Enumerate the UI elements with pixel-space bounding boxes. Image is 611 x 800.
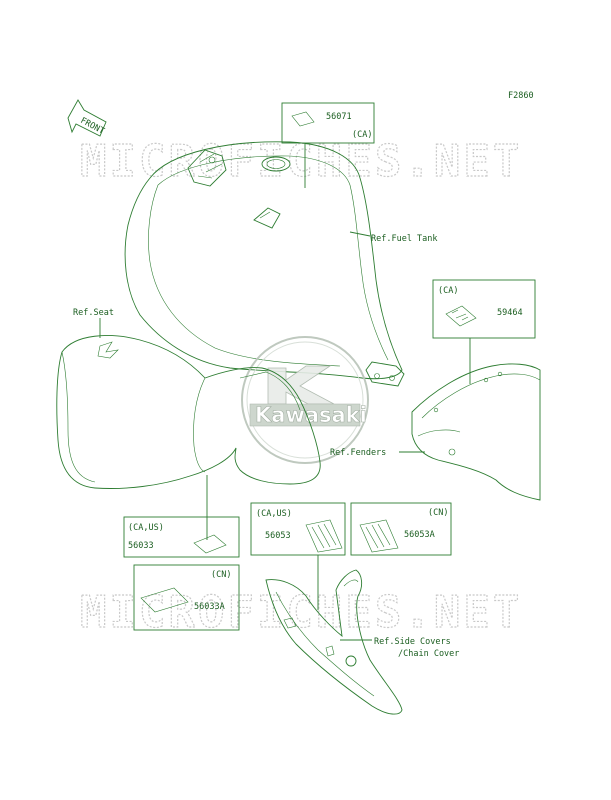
label-56053a-group: (CN) 56053A <box>350 502 452 556</box>
part-56053: 56053 <box>265 531 291 541</box>
part-56033a-region: (CN) <box>211 570 231 580</box>
watermark-top: MICROFICHES.NET <box>80 136 522 187</box>
label-56053-group: (CA,US) 56053 <box>250 502 346 610</box>
fuel-tank <box>124 141 405 387</box>
label-56033-group: (CA,US) 56033 <box>123 475 240 558</box>
ref-side-covers-line2: /Chain Cover <box>398 649 459 659</box>
label-56033a-group: (CN) 56033A <box>133 564 240 631</box>
part-56071-region: (CA) <box>352 130 372 140</box>
rear-fender <box>399 363 541 501</box>
ref-fuel-tank: Ref.Fuel Tank <box>371 234 438 244</box>
part-56033a: 56033A <box>194 602 225 612</box>
ref-seat: Ref.Seat <box>73 308 114 318</box>
side-cover <box>265 569 403 715</box>
part-59464: 59464 <box>497 308 523 318</box>
part-56033-region: (CA,US) <box>128 523 164 533</box>
part-56033: 56033 <box>128 541 154 551</box>
figure-code: F2860 <box>508 91 534 101</box>
part-56053-region: (CA,US) <box>256 509 292 519</box>
part-56053a: 56053A <box>404 530 435 540</box>
label-59464-group: (CA) 59464 <box>432 279 536 384</box>
ref-side-covers-line1: Ref.Side Covers <box>374 637 451 647</box>
part-56053a-region: (CN) <box>428 508 448 518</box>
front-label: FRONT <box>79 116 106 137</box>
part-56071: 56071 <box>326 112 352 122</box>
front-arrow-icon: FRONT <box>67 99 107 137</box>
part-59464-region: (CA) <box>438 286 458 296</box>
label-56071-group: 56071 (CA) <box>281 102 375 188</box>
ref-fenders: Ref.Fenders <box>330 448 386 458</box>
kawasaki-logo: Kawasaki <box>241 336 369 464</box>
logo-text: Kawasaki <box>255 403 367 427</box>
